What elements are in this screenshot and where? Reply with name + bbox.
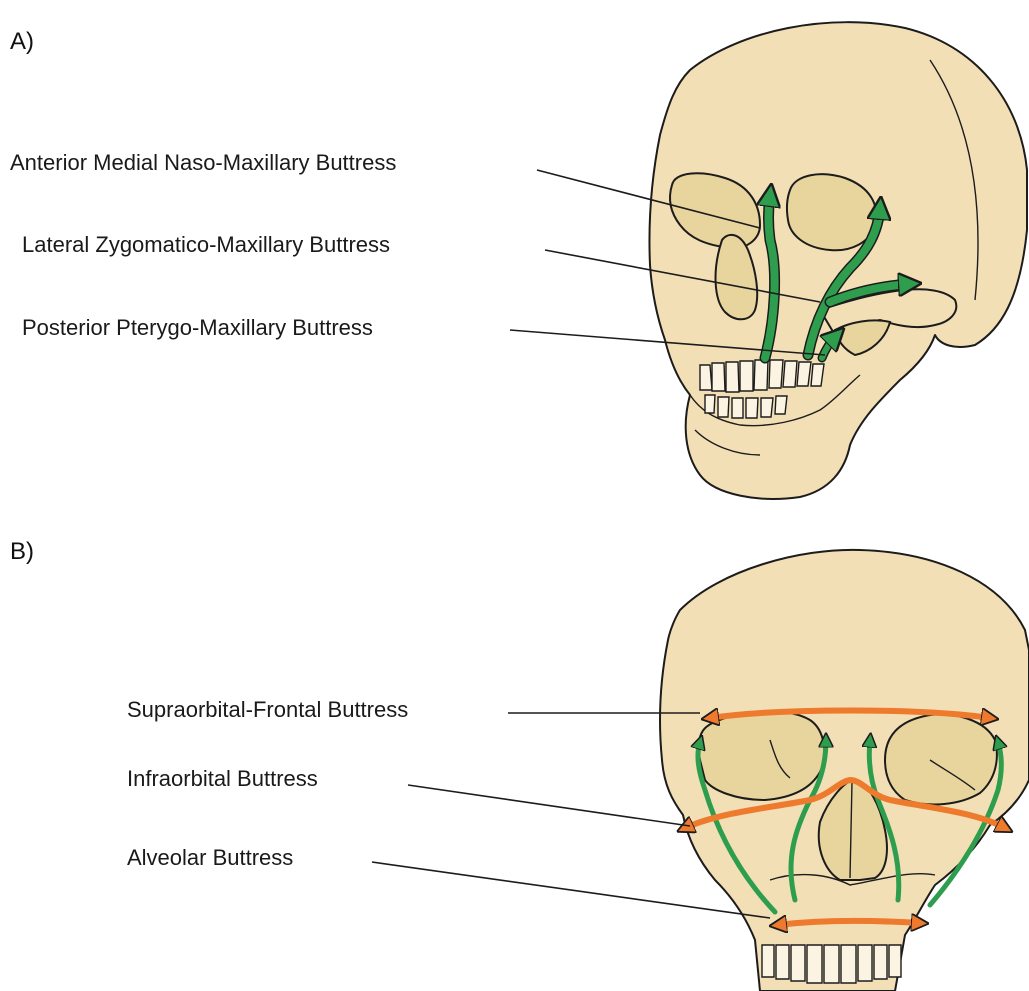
skull-oblique-illustration [649,22,1027,499]
upper-teeth-frontal [762,945,901,983]
leader-line-infraorbital [408,785,690,826]
skull-frontal-illustration [660,550,1029,991]
right-orbit-frontal [885,714,997,804]
left-orbit-frontal [699,712,825,801]
